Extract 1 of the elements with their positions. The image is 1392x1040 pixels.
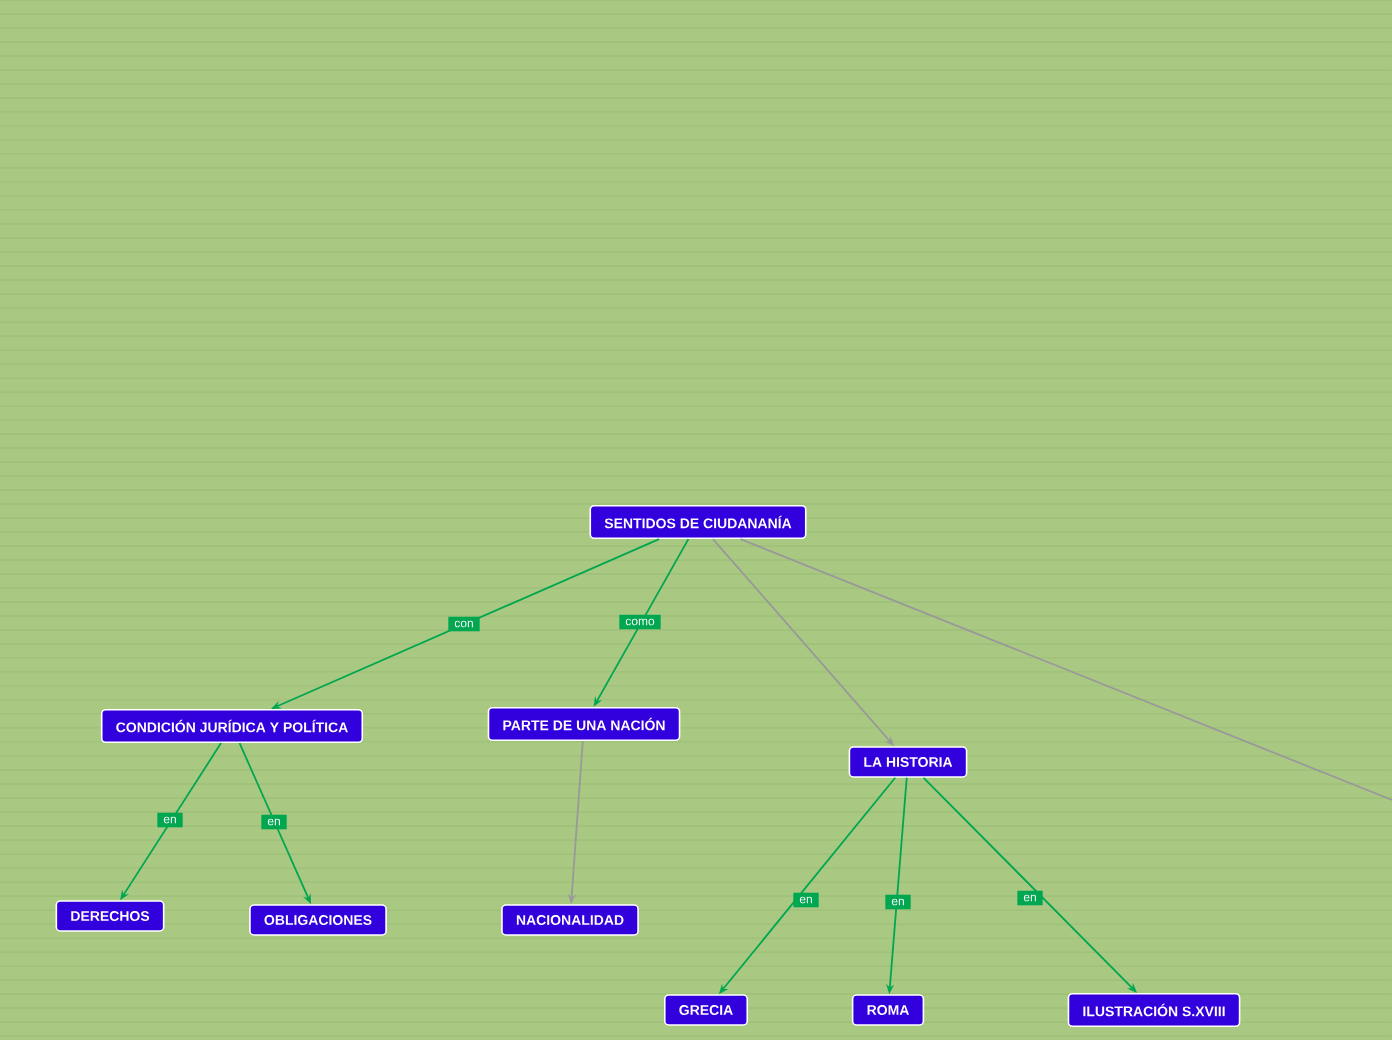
connector-line [739,538,1392,801]
